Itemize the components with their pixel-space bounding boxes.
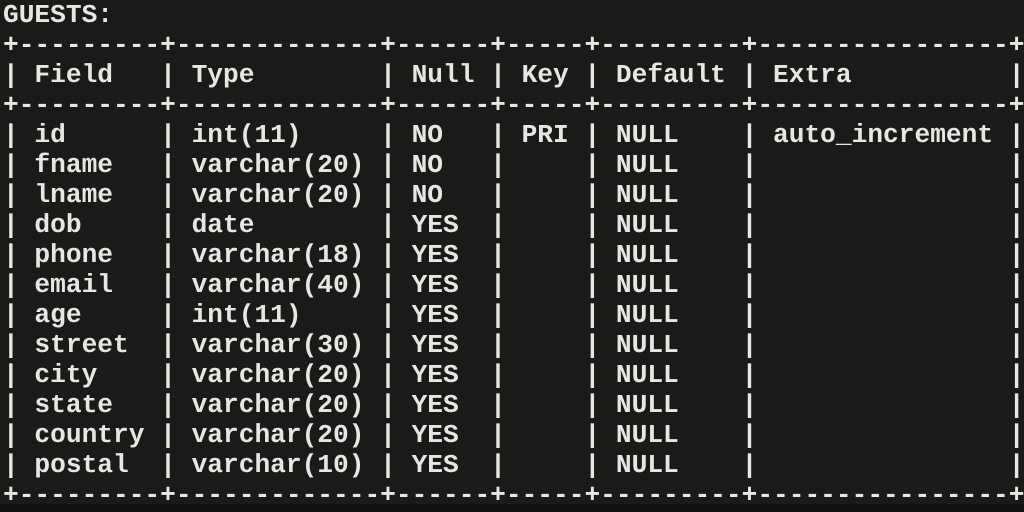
window-bottom-edge (0, 504, 1024, 512)
describe-table-output: +---------+-------------+------+-----+--… (3, 30, 1024, 510)
table-title: GUESTS: (3, 0, 114, 30)
